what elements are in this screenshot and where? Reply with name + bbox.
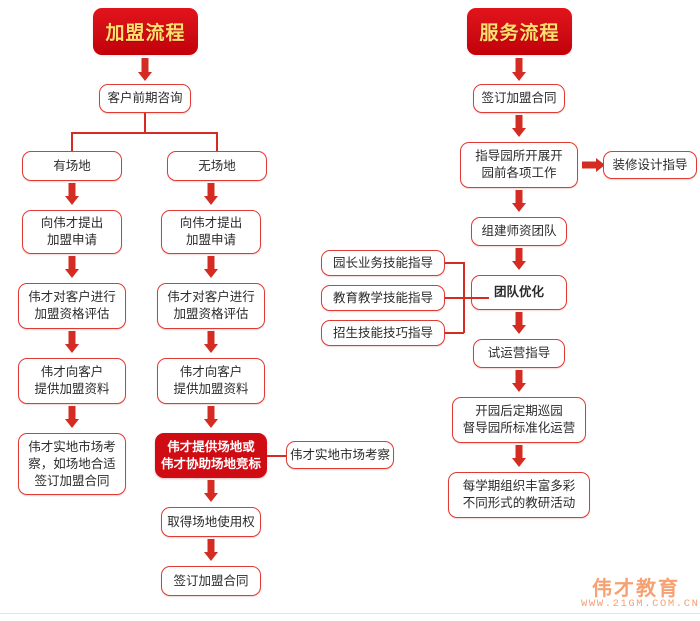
node-label: 试运营指导 bbox=[487, 346, 551, 360]
node-label: 教育教学技能指导 bbox=[332, 290, 433, 305]
node-label: 签订加盟合同 bbox=[481, 91, 557, 105]
watermark-url: WWW.21GM.COM.CN bbox=[581, 598, 700, 610]
node-regular-patrol-supervision[interactable]: 开园后定期巡园 督导园所标准化运营 bbox=[452, 397, 586, 443]
node-label: 伟才提供场地或 伟才协助场地竞标 bbox=[160, 439, 261, 471]
node-label: 伟才实地市场考 察，如场地合适 签订加盟合同 bbox=[28, 439, 116, 488]
node-label: 无场地 bbox=[198, 158, 236, 173]
node-support-principal-skills[interactable]: 园长业务技能指导 bbox=[321, 250, 445, 276]
banner-franchise-flow: 加盟流程 bbox=[93, 8, 198, 55]
node-label: 签订加盟合同 bbox=[173, 573, 249, 588]
node-label: 组建师资团队 bbox=[481, 224, 557, 238]
node-materials-left[interactable]: 伟才向客户 提供加盟资料 bbox=[18, 358, 126, 404]
support-stub-2 bbox=[445, 297, 489, 299]
node-label: 有场地 bbox=[53, 158, 91, 173]
node-assess-left[interactable]: 伟才对客户进行 加盟资格评估 bbox=[18, 283, 126, 329]
node-label: 团队优化 bbox=[493, 285, 544, 299]
node-customer-consultation[interactable]: 客户前期咨询 bbox=[99, 84, 191, 113]
node-label: 开园后定期巡园 督导园所标准化运营 bbox=[462, 404, 576, 435]
banner-franchise-label: 加盟流程 bbox=[105, 23, 186, 44]
node-service-sign-contract[interactable]: 签订加盟合同 bbox=[473, 84, 565, 113]
support-stub-3 bbox=[445, 332, 464, 334]
node-build-teacher-team[interactable]: 组建师资团队 bbox=[471, 217, 567, 246]
node-obtain-site-right[interactable]: 取得场地使用权 bbox=[161, 507, 261, 537]
node-label: 伟才对客户进行 加盟资格评估 bbox=[167, 290, 255, 321]
node-decoration-design-guide[interactable]: 装修设计指导 bbox=[603, 151, 697, 179]
node-semester-research-activity[interactable]: 每学期组织丰富多彩 不同形式的教研活动 bbox=[448, 472, 590, 518]
node-label: 每学期组织丰富多彩 不同形式的教研活动 bbox=[462, 479, 576, 510]
node-label: 伟才对客户进行 加盟资格评估 bbox=[28, 290, 116, 321]
node-label: 伟才向客户 提供加盟资料 bbox=[34, 365, 110, 396]
branch-drop-left bbox=[71, 132, 74, 151]
node-label: 向伟才提出 加盟申请 bbox=[40, 216, 104, 247]
node-trial-operation-guide[interactable]: 试运营指导 bbox=[473, 339, 565, 368]
node-has-site[interactable]: 有场地 bbox=[22, 151, 122, 181]
node-sign-franchise-contract[interactable]: 签订加盟合同 bbox=[161, 566, 261, 596]
node-team-optimization[interactable]: 团队优化 bbox=[471, 275, 567, 310]
branch-stem bbox=[144, 113, 147, 134]
node-label: 向伟才提出 加盟申请 bbox=[179, 216, 243, 247]
node-materials-right[interactable]: 伟才向客户 提供加盟资料 bbox=[157, 358, 265, 404]
banner-service-flow: 服务流程 bbox=[467, 8, 572, 55]
node-site-survey-side[interactable]: 伟才实地市场考察 bbox=[286, 441, 394, 469]
footer-divider bbox=[0, 613, 700, 614]
support-bracket-spine bbox=[463, 262, 465, 333]
support-stub-1 bbox=[445, 262, 464, 264]
node-apply-right[interactable]: 向伟才提出 加盟申请 bbox=[161, 210, 261, 254]
node-label: 伟才实地市场考察 bbox=[289, 447, 390, 462]
branch-bar bbox=[72, 132, 218, 135]
node-label: 招生技能技巧指导 bbox=[332, 325, 433, 340]
node-label: 客户前期咨询 bbox=[107, 91, 183, 105]
branch-drop-right bbox=[216, 132, 219, 151]
watermark-brand-name: 伟才教育 bbox=[592, 578, 680, 600]
node-no-site[interactable]: 无场地 bbox=[167, 151, 267, 181]
node-provide-or-bid-site[interactable]: 伟才提供场地或 伟才协助场地竞标 bbox=[155, 433, 267, 478]
banner-service-label: 服务流程 bbox=[479, 23, 560, 44]
node-label: 取得场地使用权 bbox=[167, 514, 255, 529]
connector-to-survey-side bbox=[267, 455, 287, 457]
node-apply-left[interactable]: 向伟才提出 加盟申请 bbox=[22, 210, 122, 254]
node-support-teaching-skills[interactable]: 教育教学技能指导 bbox=[321, 285, 445, 311]
node-label: 指导园所开展开 园前各项工作 bbox=[475, 149, 563, 180]
node-support-enrollment-skills[interactable]: 招生技能技巧指导 bbox=[321, 320, 445, 346]
node-label: 伟才向客户 提供加盟资料 bbox=[173, 365, 249, 396]
node-guide-preopen-work[interactable]: 指导园所开展开 园前各项工作 bbox=[460, 142, 578, 188]
node-label: 园长业务技能指导 bbox=[332, 255, 433, 270]
node-label: 装修设计指导 bbox=[612, 157, 688, 172]
node-site-survey-left[interactable]: 伟才实地市场考 察，如场地合适 签订加盟合同 bbox=[18, 433, 126, 495]
node-assess-right[interactable]: 伟才对客户进行 加盟资格评估 bbox=[157, 283, 265, 329]
